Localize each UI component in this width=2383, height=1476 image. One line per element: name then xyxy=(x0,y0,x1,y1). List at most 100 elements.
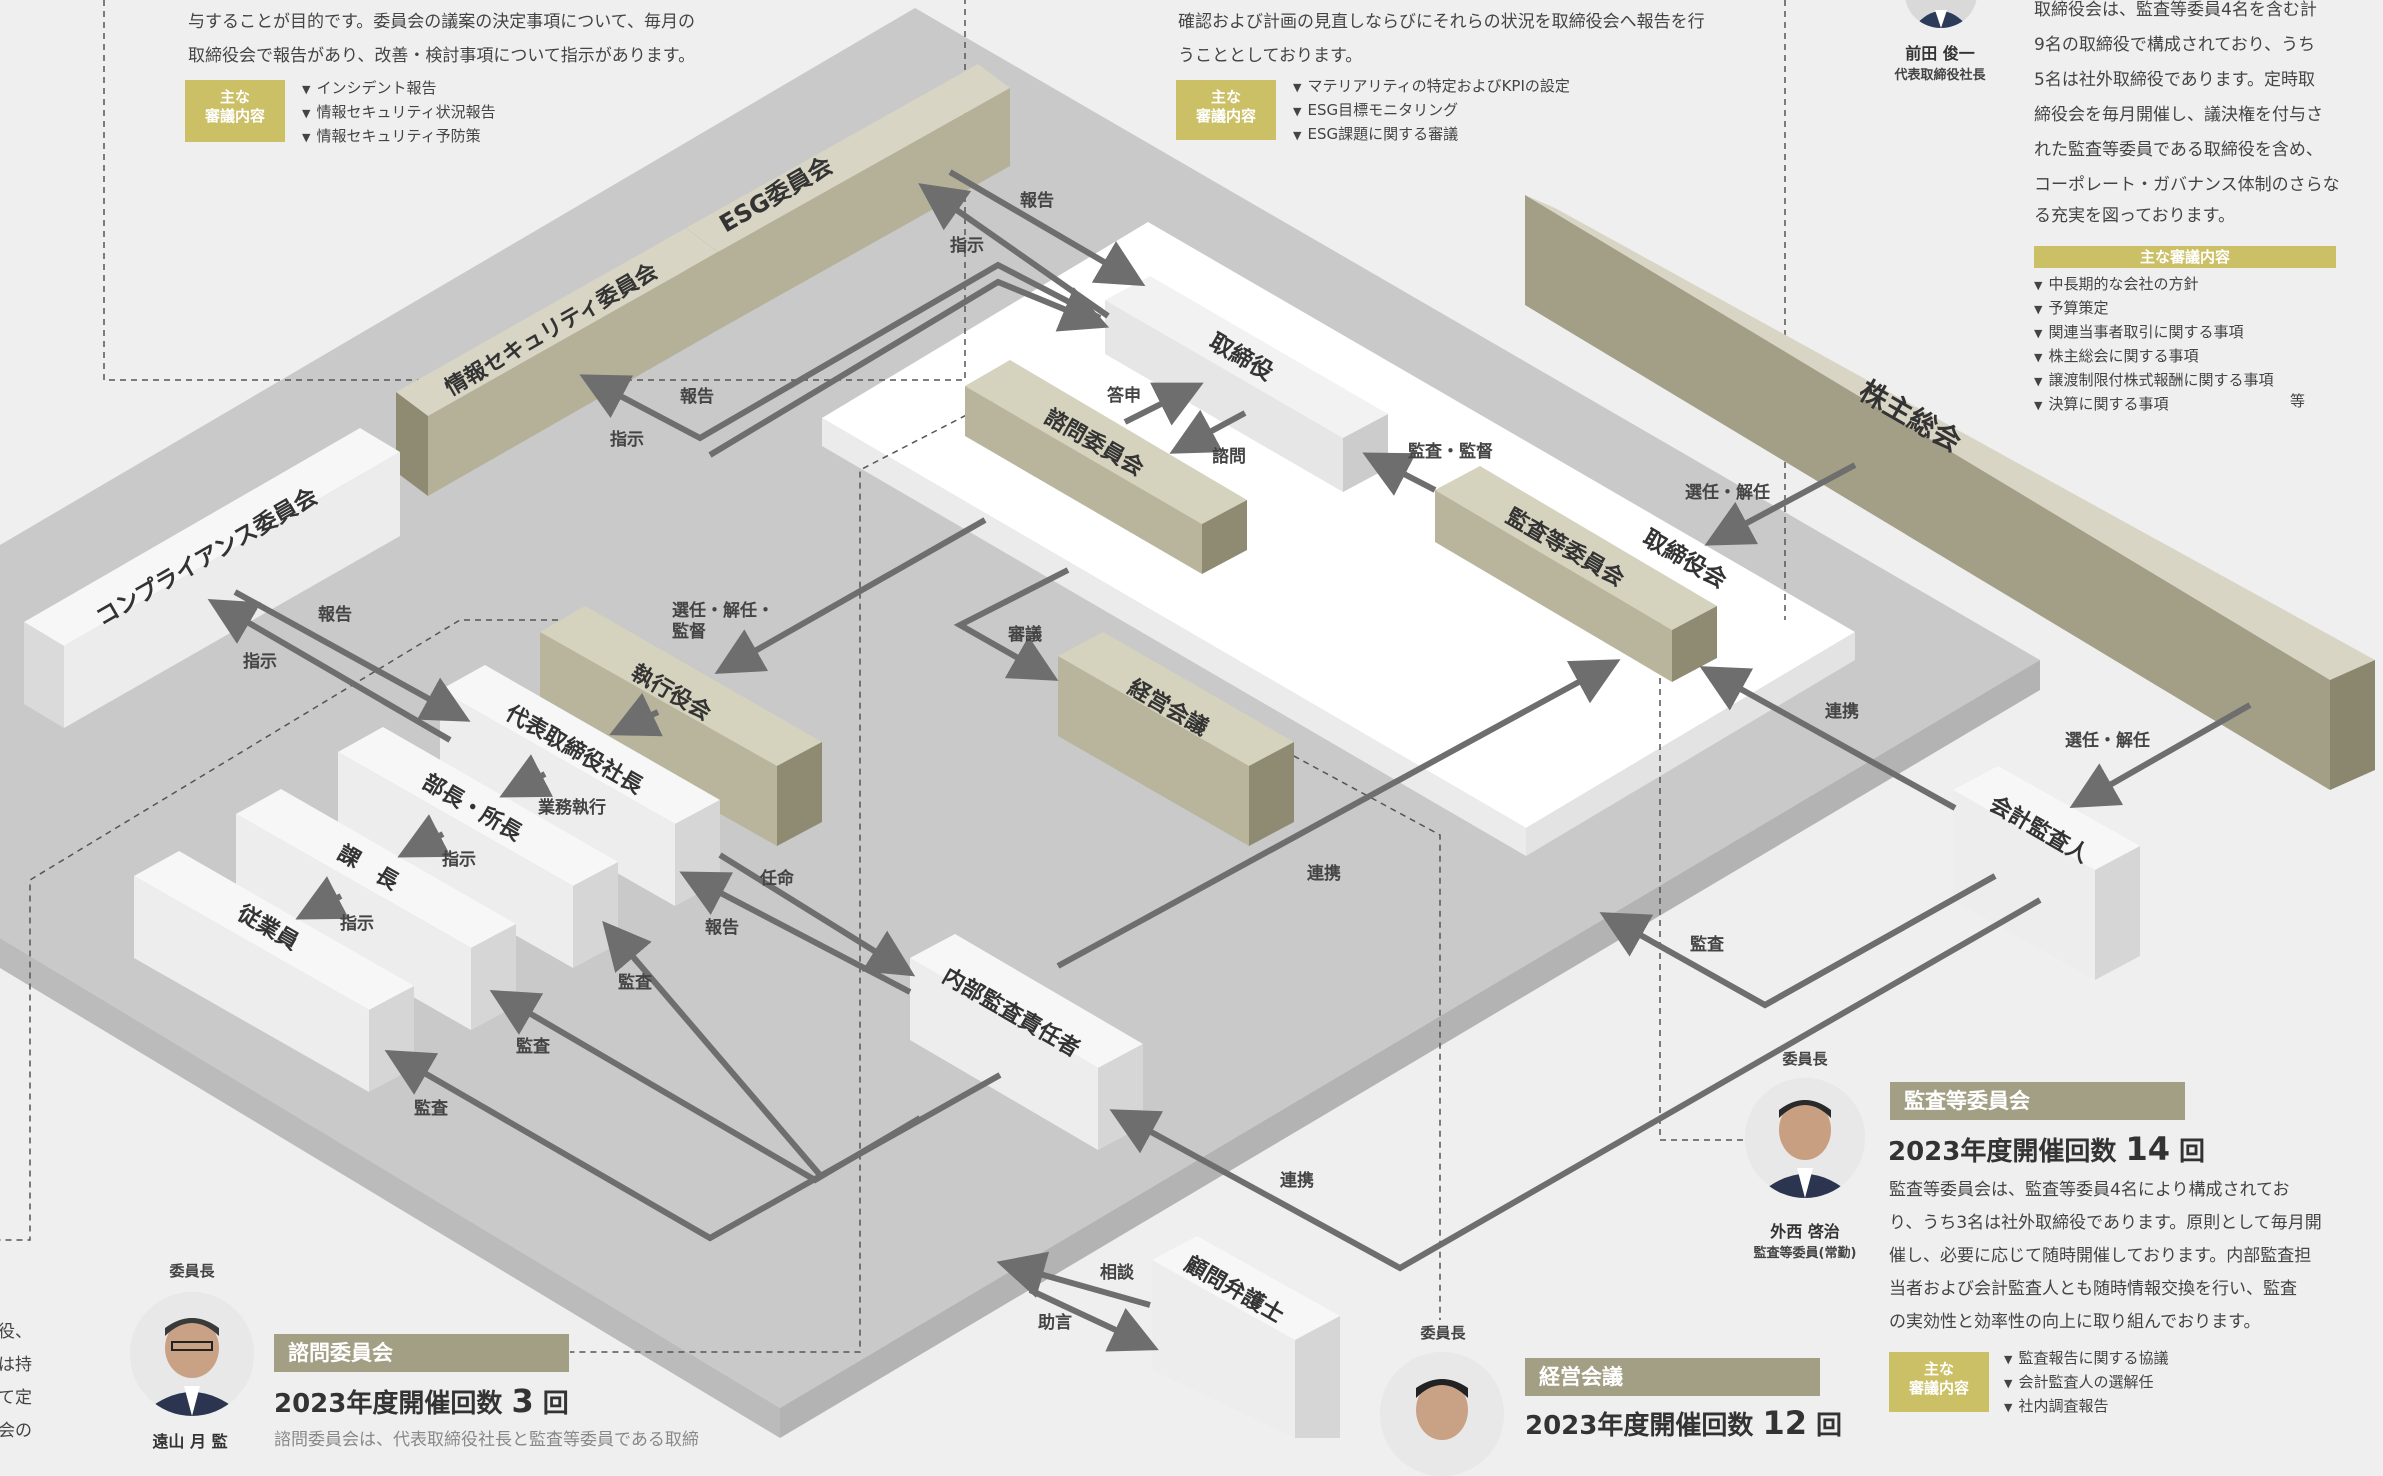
block-compliance-shape xyxy=(24,428,400,728)
info-top-left-tag: 主な 審議内容 xyxy=(185,80,285,142)
label-kansa-jugyouin: 監査 xyxy=(414,1099,448,1119)
board-person-title: 代表取締役社長 xyxy=(1894,68,1986,83)
audit-line: の実効性と効率性の向上に取り組んでおります。 xyxy=(1889,1312,2261,1332)
mgmt-count: 2023年度開催回数 12 回 xyxy=(1525,1404,1842,1442)
blocks xyxy=(24,64,2375,1438)
board-line: 9名の取締役で構成されており、うち xyxy=(2034,35,2316,55)
list-item: 社内調査報告 xyxy=(2004,1395,2168,1419)
tag-line-1: 主な xyxy=(1210,88,1241,106)
list-item: 譲渡制限付株式報酬に関する事項 xyxy=(2034,369,2273,393)
info-top-left-line1: 与することが目的です。委員会の議案の決定事項について、毎月の xyxy=(188,12,695,32)
count-value: 3 xyxy=(511,1382,534,1420)
label-kansa-kaikei: 監査 xyxy=(1690,935,1724,955)
list-item: ESG課題に関する審議 xyxy=(1293,123,1570,147)
count-suffix: 回 xyxy=(2179,1137,2206,1167)
info-top-mid-list: マテリアリティの特定およびKPIの設定 ESG目標モニタリング ESG課題に関す… xyxy=(1293,75,1570,147)
list-item: 情報セキュリティ状況報告 xyxy=(302,101,495,125)
board-line: 取締役会は、監査等委員4名を含む計 xyxy=(2034,0,2317,20)
list-item: 関連当事者取引に関する事項 xyxy=(2034,321,2273,345)
label-renkei-naibu: 連携 xyxy=(1307,864,1341,884)
board-line: る充実を図っております。 xyxy=(2034,206,2235,226)
label-shiji-compliance: 指示 xyxy=(243,652,277,672)
label-ninmei: 任命 xyxy=(760,869,794,889)
list-item: 情報セキュリティ予防策 xyxy=(302,125,496,149)
tag-line-2: 審議内容 xyxy=(1908,1379,1969,1397)
advisory-band: 諮問委員会 xyxy=(274,1334,569,1372)
audit-list: 監査報告に関する協議 会計監査人の選解任 社内調査報告 xyxy=(2004,1347,2168,1419)
block-buchou-shape xyxy=(338,727,618,968)
label-shingi: 審議 xyxy=(1008,625,1042,645)
board-line: 締役会を毎月開催し、議決権を付与さ xyxy=(2034,105,2323,125)
tag-line-1: 主な xyxy=(219,88,250,106)
label-shimon: 諮問 xyxy=(1212,447,1246,467)
list-item: 株主総会に関する事項 xyxy=(2034,345,2273,369)
edge-line: 役、 xyxy=(0,1322,32,1342)
advisory-role: 委員長 xyxy=(169,1262,215,1280)
audit-band: 監査等委員会 xyxy=(1890,1082,2185,1120)
list-item: 中長期的な会社の方針 xyxy=(2034,273,2273,297)
block-komon-shape xyxy=(1152,1236,1340,1438)
block-kaikei-shape xyxy=(1953,766,2140,980)
audit-line: 催し、必要に応じて随時開催しております。内部監査担 xyxy=(1889,1246,2312,1266)
audit-line: 当者および会計監査人とも随時情報交換を行い、監査 xyxy=(1889,1279,2297,1299)
label-shiji-jugyouin: 指示 xyxy=(340,914,374,934)
list-item: 予算策定 xyxy=(2034,297,2273,321)
audit-line: り、うち3名は社外取締役であります。原則として毎月開 xyxy=(1889,1213,2322,1233)
audit-person-title: 監査等委員(常勤) xyxy=(1753,1246,1857,1261)
tag-line-2: 審議内容 xyxy=(204,107,265,125)
label-sennin-kainin-kantoku-2: 監督 xyxy=(672,622,706,642)
label-sennin-kainin-kaikei: 選任・解任 xyxy=(2065,731,2150,751)
info-top-mid-line1: 確認および計画の見直しならびにそれらの状況を取締役会へ報告を行 xyxy=(1178,12,1705,32)
count-value: 12 xyxy=(1762,1404,1807,1442)
info-top-left-line2: 取締役会で報告があり、改善・検討事項について指示があります。 xyxy=(188,46,696,66)
audit-count: 2023年度開催回数 14 回 xyxy=(1888,1130,2205,1168)
label-renkei-kaikei: 連携 xyxy=(1825,702,1859,722)
advisory-person-partial: 遠山 月 監 xyxy=(152,1432,228,1451)
label-sennin-kainin-kantoku-1: 選任・解任・ xyxy=(672,601,774,621)
label-toushin: 答申 xyxy=(1107,386,1141,406)
advisory-partial-line: 諮問委員会は、代表取締役社長と監査等委員である取締 xyxy=(274,1430,699,1450)
list-item: マテリアリティの特定およびKPIの設定 xyxy=(1293,75,1569,99)
advisory-count: 2023年度開催回数 3 回 xyxy=(274,1382,569,1420)
block-kansatou-shape xyxy=(1435,466,1717,682)
board-list-suffix: 等 xyxy=(2290,392,2306,410)
audit-role: 委員長 xyxy=(1782,1050,1828,1068)
board-line: れた監査等委員である取締役を含め、 xyxy=(2034,140,2323,160)
audit-person-photo xyxy=(1745,1078,1865,1198)
block-shikkou-shape xyxy=(540,606,822,846)
info-top-left-list: インシデント報告 情報セキュリティ状況報告 情報セキュリティ予防策 xyxy=(302,77,496,149)
label-kansa-kantoku: 監査・監督 xyxy=(1408,442,1493,462)
person-icon xyxy=(1380,1352,1504,1476)
tag-line-2: 審議内容 xyxy=(1195,107,1256,125)
info-top-mid-line2: うこととしております。 xyxy=(1178,46,1363,66)
governance-diagram: 株主総会 取締役 取締役会 諮問委員会 監査等委員会 経営会議 ESG委員会 情… xyxy=(0,0,2383,1438)
list-item: 決算に関する事項 xyxy=(2034,393,2273,417)
count-suffix: 回 xyxy=(1816,1411,1843,1441)
board-line: コーポレート・ガバナンス体制のさらな xyxy=(2034,175,2340,195)
count-prefix: 2023年度開催回数 xyxy=(1525,1411,1754,1441)
label-shiji-kachou: 指示 xyxy=(442,850,476,870)
block-shimon-shape xyxy=(965,360,1247,574)
block-kabunushi-shape xyxy=(1525,195,2375,790)
label-kansa-kachou: 監査 xyxy=(516,1037,550,1057)
label-houkoku-jouhou: 報告 xyxy=(680,387,714,407)
info-top-mid-tag: 主な 審議内容 xyxy=(1176,80,1276,140)
label-gyoumu: 業務執行 xyxy=(538,798,606,818)
block-torishimariyaku-shape xyxy=(1105,276,1388,492)
person-icon xyxy=(130,1292,254,1416)
tag-line-1: 主な xyxy=(1923,1360,1954,1378)
label-houkoku-compliance: 報告 xyxy=(318,605,352,625)
label-shiji-jouhou: 指示 xyxy=(610,430,644,450)
person-icon xyxy=(1745,1078,1865,1198)
block-jouhou-shape xyxy=(396,228,718,496)
edge-line: 会の xyxy=(0,1421,32,1441)
list-item: 監査報告に関する協議 xyxy=(2004,1347,2168,1371)
mgmt-person-photo xyxy=(1380,1352,1504,1476)
label-houkoku-esg: 報告 xyxy=(1020,191,1054,211)
arrows xyxy=(207,169,2252,1352)
advisory-person-photo xyxy=(130,1292,254,1416)
count-value: 14 xyxy=(2125,1130,2170,1168)
audit-tag: 主な 審議内容 xyxy=(1889,1352,1989,1412)
edge-line: は持 xyxy=(0,1355,32,1375)
mgmt-role: 委員長 xyxy=(1420,1324,1466,1342)
